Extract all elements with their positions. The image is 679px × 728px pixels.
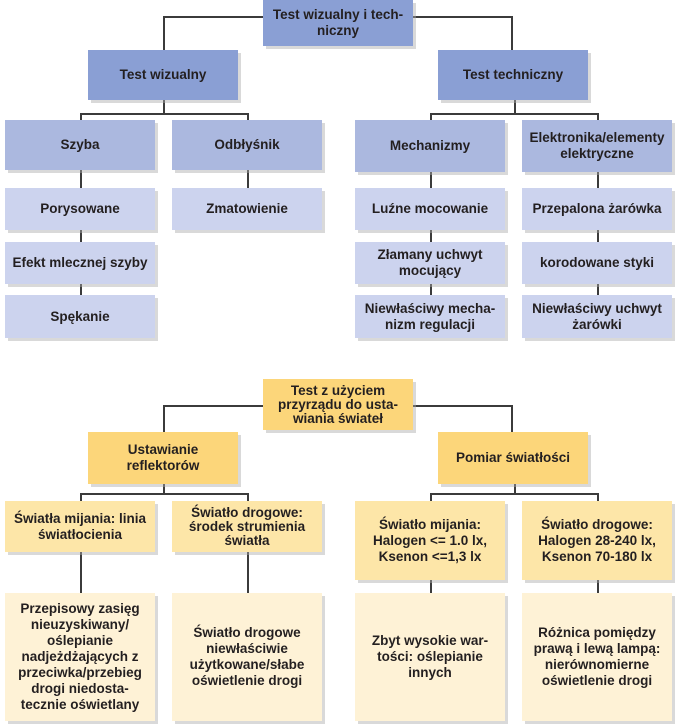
leaf-dulled: Zmatowienie [172, 188, 322, 230]
node-label: Test wizualny i tech- niczny [272, 7, 404, 38]
connector-line [430, 113, 432, 120]
node-label: Światło mijania: Halogen <= 1.0 lx, Ksen… [372, 516, 488, 564]
node-glass: Szyba [5, 120, 155, 170]
node-label: Zmatowienie [206, 201, 288, 216]
connector-line [511, 16, 513, 50]
node-label: Różnica pomiędzy prawą i lewą lampą: nie… [533, 625, 661, 688]
node-luminous-intensity: Pomiar światłości [438, 432, 588, 484]
connector-line [430, 172, 432, 188]
connector-line [247, 493, 249, 501]
node-label: Światło drogowe: Halogen 28-240 lx, Ksen… [538, 516, 656, 564]
node-label: Elektronika/elementy elektryczne [529, 130, 665, 161]
connector-line [80, 283, 82, 295]
connector-line [80, 113, 248, 115]
node-visual-test: Test wizualny [88, 50, 238, 100]
node-label: Test wizualny [119, 67, 207, 82]
node-electronics: Elektronika/elementy elektryczne [522, 120, 672, 172]
node-label: Przepisowy zasięg nieuzyskiwany/ oślepia… [18, 601, 142, 712]
node-label: Szyba [60, 137, 100, 152]
connector-line [247, 552, 249, 593]
leaf-broken-bracket: Złamany uchwyt mocujący [355, 242, 505, 284]
connector-line [430, 493, 432, 501]
node-high-beam-values: Światło drogowe: Halogen 28-240 lx, Ksen… [522, 501, 672, 580]
connector-line [80, 552, 82, 593]
node-technical-test: Test techniczny [438, 50, 588, 100]
connector-line [430, 283, 432, 295]
node-low-beam-cutoff: Światła mijania: linia światłocienia [5, 501, 155, 552]
result-low-beam-range: Przepisowy zasięg nieuzyskiwany/ oślepia… [5, 593, 155, 721]
connector-line [430, 230, 432, 242]
connector-line [514, 484, 516, 493]
connector-line [597, 580, 599, 593]
node-label: Odbłyśnik [214, 137, 280, 152]
connector-line [597, 172, 599, 188]
connector-line [247, 170, 249, 188]
node-label: Ustawianie reflektorów [126, 442, 200, 473]
node-label: Światła mijania: linia światłocienia [13, 510, 147, 542]
root-node-headlamp-tester: Test z użyciem przyrządu do usta- wiania… [263, 379, 413, 430]
connector-line [80, 493, 248, 495]
connector-line [80, 230, 82, 242]
node-label: Spękanie [50, 308, 110, 324]
connector-line [597, 230, 599, 242]
node-label: Złamany uchwyt mocujący [377, 247, 483, 278]
node-label: Światło drogowe: środek strumienia świat… [188, 504, 306, 548]
connector-line [247, 113, 249, 120]
leaf-milky-glass: Efekt mlecznej szyby [5, 242, 155, 284]
node-label: Mechanizmy [389, 138, 471, 153]
node-label: Efekt mlecznej szyby [12, 255, 148, 270]
node-label: Pomiar światłości [455, 450, 571, 465]
node-label: Światło drogowe niewłaściwie użytkowane/… [189, 625, 305, 688]
node-headlamp-adjustment: Ustawianie reflektorów [88, 432, 238, 484]
connector-line [163, 405, 263, 407]
node-label: Luźne mocowanie [371, 201, 489, 216]
connector-line [80, 493, 82, 501]
node-high-beam-center: Światło drogowe: środek strumienia świat… [172, 501, 322, 552]
node-label: Niewłaściwy uchwyt żarówki [532, 300, 662, 332]
leaf-faulty-bulb-holder: Niewłaściwy uchwyt żarówki [522, 295, 672, 338]
result-left-right-difference: Różnica pomiędzy prawą i lewą lampą: nie… [522, 593, 672, 721]
connector-line [511, 405, 513, 432]
connector-line [597, 283, 599, 295]
connector-line [412, 405, 512, 407]
leaf-blown-bulb: Przepalona żarówka [522, 188, 672, 230]
connector-line [597, 113, 599, 120]
connector-line [163, 484, 165, 493]
result-high-beam-misuse: Światło drogowe niewłaściwie użytkowane/… [172, 593, 322, 721]
leaf-scratched: Porysowane [5, 188, 155, 230]
result-too-high-values: Zbyt wysokie war- tości: oślepianie inny… [355, 593, 505, 721]
node-label: korodowane styki [539, 255, 655, 270]
connector-line [430, 113, 598, 115]
connector-line [163, 16, 165, 50]
connector-line [80, 113, 82, 120]
connector-line [163, 405, 165, 432]
connector-line [412, 16, 512, 18]
connector-line [430, 580, 432, 593]
node-label: Zbyt wysokie war- tości: oślepianie inny… [371, 633, 489, 680]
node-reflector: Odbłyśnik [172, 120, 322, 170]
node-label: Porysowane [40, 201, 120, 216]
leaf-faulty-adjustment: Niewłaściwy mecha- nizm regulacji [355, 295, 505, 338]
root-node-visual-technical-test: Test wizualny i tech- niczny [263, 0, 413, 46]
connector-line [80, 170, 82, 188]
node-low-beam-values: Światło mijania: Halogen <= 1.0 lx, Ksen… [355, 501, 505, 580]
connector-line [163, 100, 165, 113]
node-label: Przepalona żarówka [532, 201, 662, 216]
node-label: Test z użyciem przyrządu do usta- wiania… [277, 382, 398, 426]
node-label: Niewłaściwy mecha- nizm regulacji [364, 300, 496, 332]
node-label: Test techniczny [462, 67, 564, 82]
leaf-cracked: Spękanie [5, 295, 155, 338]
connector-line [163, 16, 263, 18]
leaf-loose-mounting: Luźne mocowanie [355, 188, 505, 230]
connector-line [430, 493, 598, 495]
leaf-corroded-contacts: korodowane styki [522, 242, 672, 284]
connector-line [514, 100, 516, 113]
connector-line [597, 493, 599, 501]
node-mechanisms: Mechanizmy [355, 120, 505, 172]
